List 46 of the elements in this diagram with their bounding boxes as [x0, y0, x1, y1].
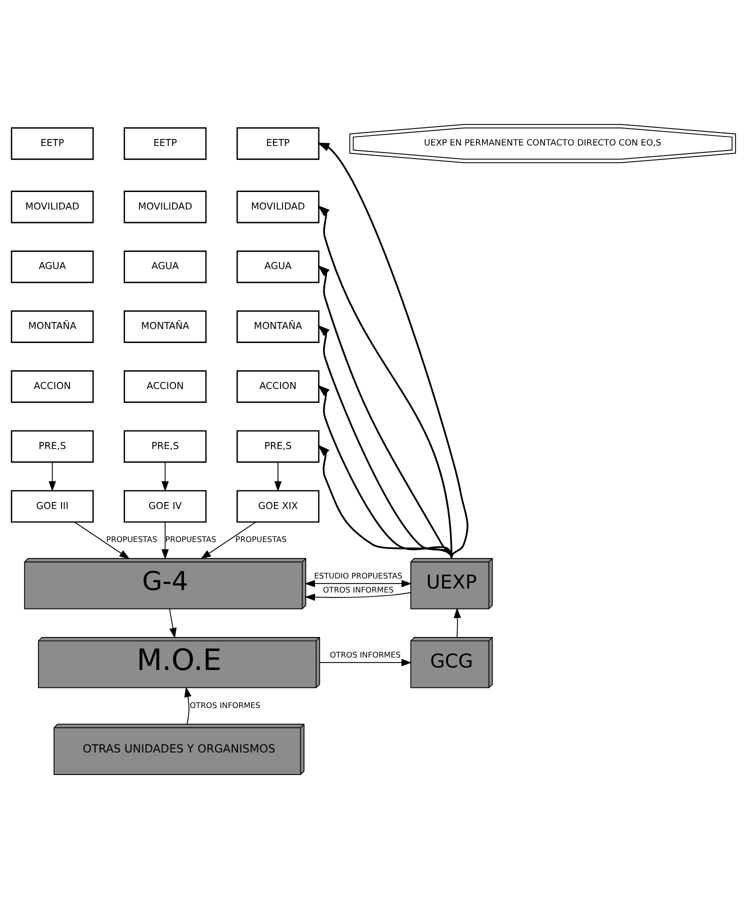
node-box: GOE IV — [124, 490, 207, 523]
node-box: MOVILIDAD — [10, 190, 94, 224]
node-box: GOE XIX — [236, 490, 320, 523]
arrow — [454, 608, 462, 638]
node-box: ACCION — [10, 370, 94, 403]
arrow — [304, 580, 412, 588]
node-box: EETP — [236, 127, 320, 160]
node-box: MONTAÑA — [124, 310, 207, 343]
node-box: MONTAÑA — [236, 310, 320, 343]
node-box: AGUA — [124, 250, 207, 284]
arrow — [274, 462, 282, 492]
node-box: EETP — [124, 127, 207, 160]
edge-label: ESTUDIO PROPUESTAS — [314, 572, 402, 581]
node-box: MOVILIDAD — [236, 190, 320, 224]
edge-label: PROPUESTAS — [106, 535, 158, 544]
edge-label: PROPUESTAS — [165, 535, 216, 544]
node-box: PRE,S — [124, 430, 207, 463]
node-box: AGUA — [10, 250, 94, 284]
arrow — [318, 444, 452, 559]
arrow — [318, 265, 452, 559]
edge-label: OTROS INFORMES — [322, 585, 394, 594]
arrow — [200, 522, 256, 560]
arrow — [48, 462, 56, 492]
arrow — [162, 462, 169, 492]
edge-label: OTROS INFORMES — [190, 700, 260, 710]
arrow — [318, 384, 452, 559]
arrow — [74, 522, 130, 560]
arrow — [319, 658, 412, 666]
arrow — [162, 522, 169, 560]
arrow — [318, 324, 452, 559]
arrow — [169, 608, 177, 638]
edge-label: OTROS INFORMES — [330, 650, 401, 660]
arrow — [184, 686, 192, 724]
node-box: MONTAÑA — [10, 310, 94, 343]
node-box: PRE,S — [236, 430, 320, 463]
node-box: MOVILIDAD — [124, 190, 207, 224]
node-box: PRE,S — [10, 430, 94, 463]
node-box: EETP — [10, 127, 94, 160]
edge-label: PROPUESTAS — [236, 535, 287, 544]
arrow — [317, 142, 468, 559]
node-box: ACCION — [124, 370, 207, 403]
node-box: GOE III — [10, 490, 94, 523]
node-box: ACCION — [236, 370, 320, 403]
arrow — [318, 205, 452, 558]
arrow — [304, 592, 412, 601]
node-box: AGUA — [236, 250, 320, 284]
